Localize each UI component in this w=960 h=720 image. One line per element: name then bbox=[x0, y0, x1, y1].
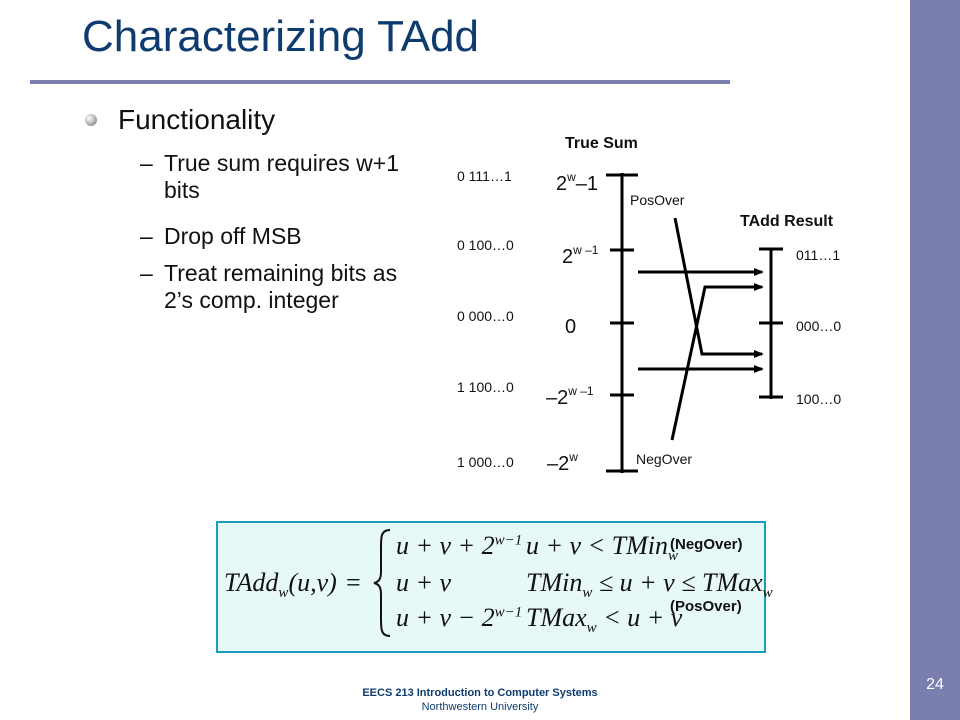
level-label: –2w –1 bbox=[546, 384, 594, 409]
tadd-diagram: True Sum TAdd Result 0 111…1 0 100…0 0 0… bbox=[457, 135, 841, 475]
slide-sidebar-bar bbox=[910, 0, 960, 720]
footer-university: Northwestern University bbox=[421, 701, 539, 713]
sub-bullet-text: True sum requires w+1 bits bbox=[164, 150, 399, 203]
formula-case-1-condition: u + v < TMinw bbox=[526, 531, 678, 565]
result-bit-label: 000…0 bbox=[796, 318, 841, 334]
sub-bullet-text: Drop off MSB bbox=[164, 223, 302, 249]
pos-over-label: PosOver bbox=[630, 192, 685, 208]
bit-label: 0 000…0 bbox=[457, 308, 514, 324]
tadd-result-title: TAdd Result bbox=[740, 213, 834, 230]
pos-over-case-label: (PosOver) bbox=[670, 598, 742, 615]
arrow-neg-over bbox=[670, 283, 764, 441]
level-label: 0 bbox=[565, 316, 576, 338]
formula-case-2-condition: TMinw ≤ u + v ≤ TMaxw bbox=[526, 568, 773, 602]
formula-case-3-value: u + v − 2w−1 bbox=[396, 603, 523, 632]
result-bit-label: 011…1 bbox=[796, 247, 840, 263]
slide-title: Characterizing TAdd bbox=[82, 12, 480, 61]
level-label: –2w bbox=[547, 450, 578, 475]
neg-over-case-label: (NegOver) bbox=[670, 536, 743, 553]
formula-equals: = bbox=[346, 568, 361, 597]
bit-label: 0 111…1 bbox=[457, 168, 512, 184]
true-sum-title: True Sum bbox=[565, 135, 638, 152]
bullet-functionality: Functionality bbox=[118, 104, 276, 135]
page-number: 24 bbox=[926, 676, 944, 693]
formula-lhs: TAddw(u,v) bbox=[224, 568, 337, 602]
left-brace-icon bbox=[373, 529, 391, 637]
bit-label: 1 100…0 bbox=[457, 379, 514, 395]
result-bit-label: 100…0 bbox=[796, 391, 841, 407]
formula-box bbox=[216, 521, 766, 653]
sub-bullet-twos-comp: – Treat remaining bits as 2’s comp. inte… bbox=[140, 260, 410, 314]
bullet-dot-icon bbox=[85, 114, 97, 126]
level-label: 2w –1 bbox=[562, 243, 599, 268]
footer-course: EECS 213 Introduction to Computer System… bbox=[362, 687, 598, 699]
dash-marker: – bbox=[140, 223, 153, 249]
sub-bullet-true-sum: – True sum requires w+1 bits bbox=[140, 150, 410, 204]
level-label: 2w–1 bbox=[556, 170, 598, 195]
sub-bullet-drop-msb: – Drop off MSB bbox=[140, 223, 410, 250]
slide-footer: EECS 213 Introduction to Computer System… bbox=[300, 686, 660, 714]
formula-case-1-value: u + v + 2w−1 bbox=[396, 531, 523, 560]
formula-case-3-condition: TMaxw < u + v bbox=[526, 603, 683, 637]
formula-case-2-value: u + v bbox=[396, 568, 452, 597]
sub-bullet-text: Treat remaining bits as 2’s comp. intege… bbox=[164, 260, 398, 313]
arrow-pos-over bbox=[673, 217, 764, 358]
bit-label: 0 100…0 bbox=[457, 237, 514, 253]
neg-over-label: NegOver bbox=[636, 451, 692, 467]
bit-label: 1 000…0 bbox=[457, 454, 514, 470]
title-underline bbox=[30, 80, 730, 84]
dash-marker: – bbox=[140, 150, 153, 176]
dash-marker: – bbox=[140, 260, 153, 286]
